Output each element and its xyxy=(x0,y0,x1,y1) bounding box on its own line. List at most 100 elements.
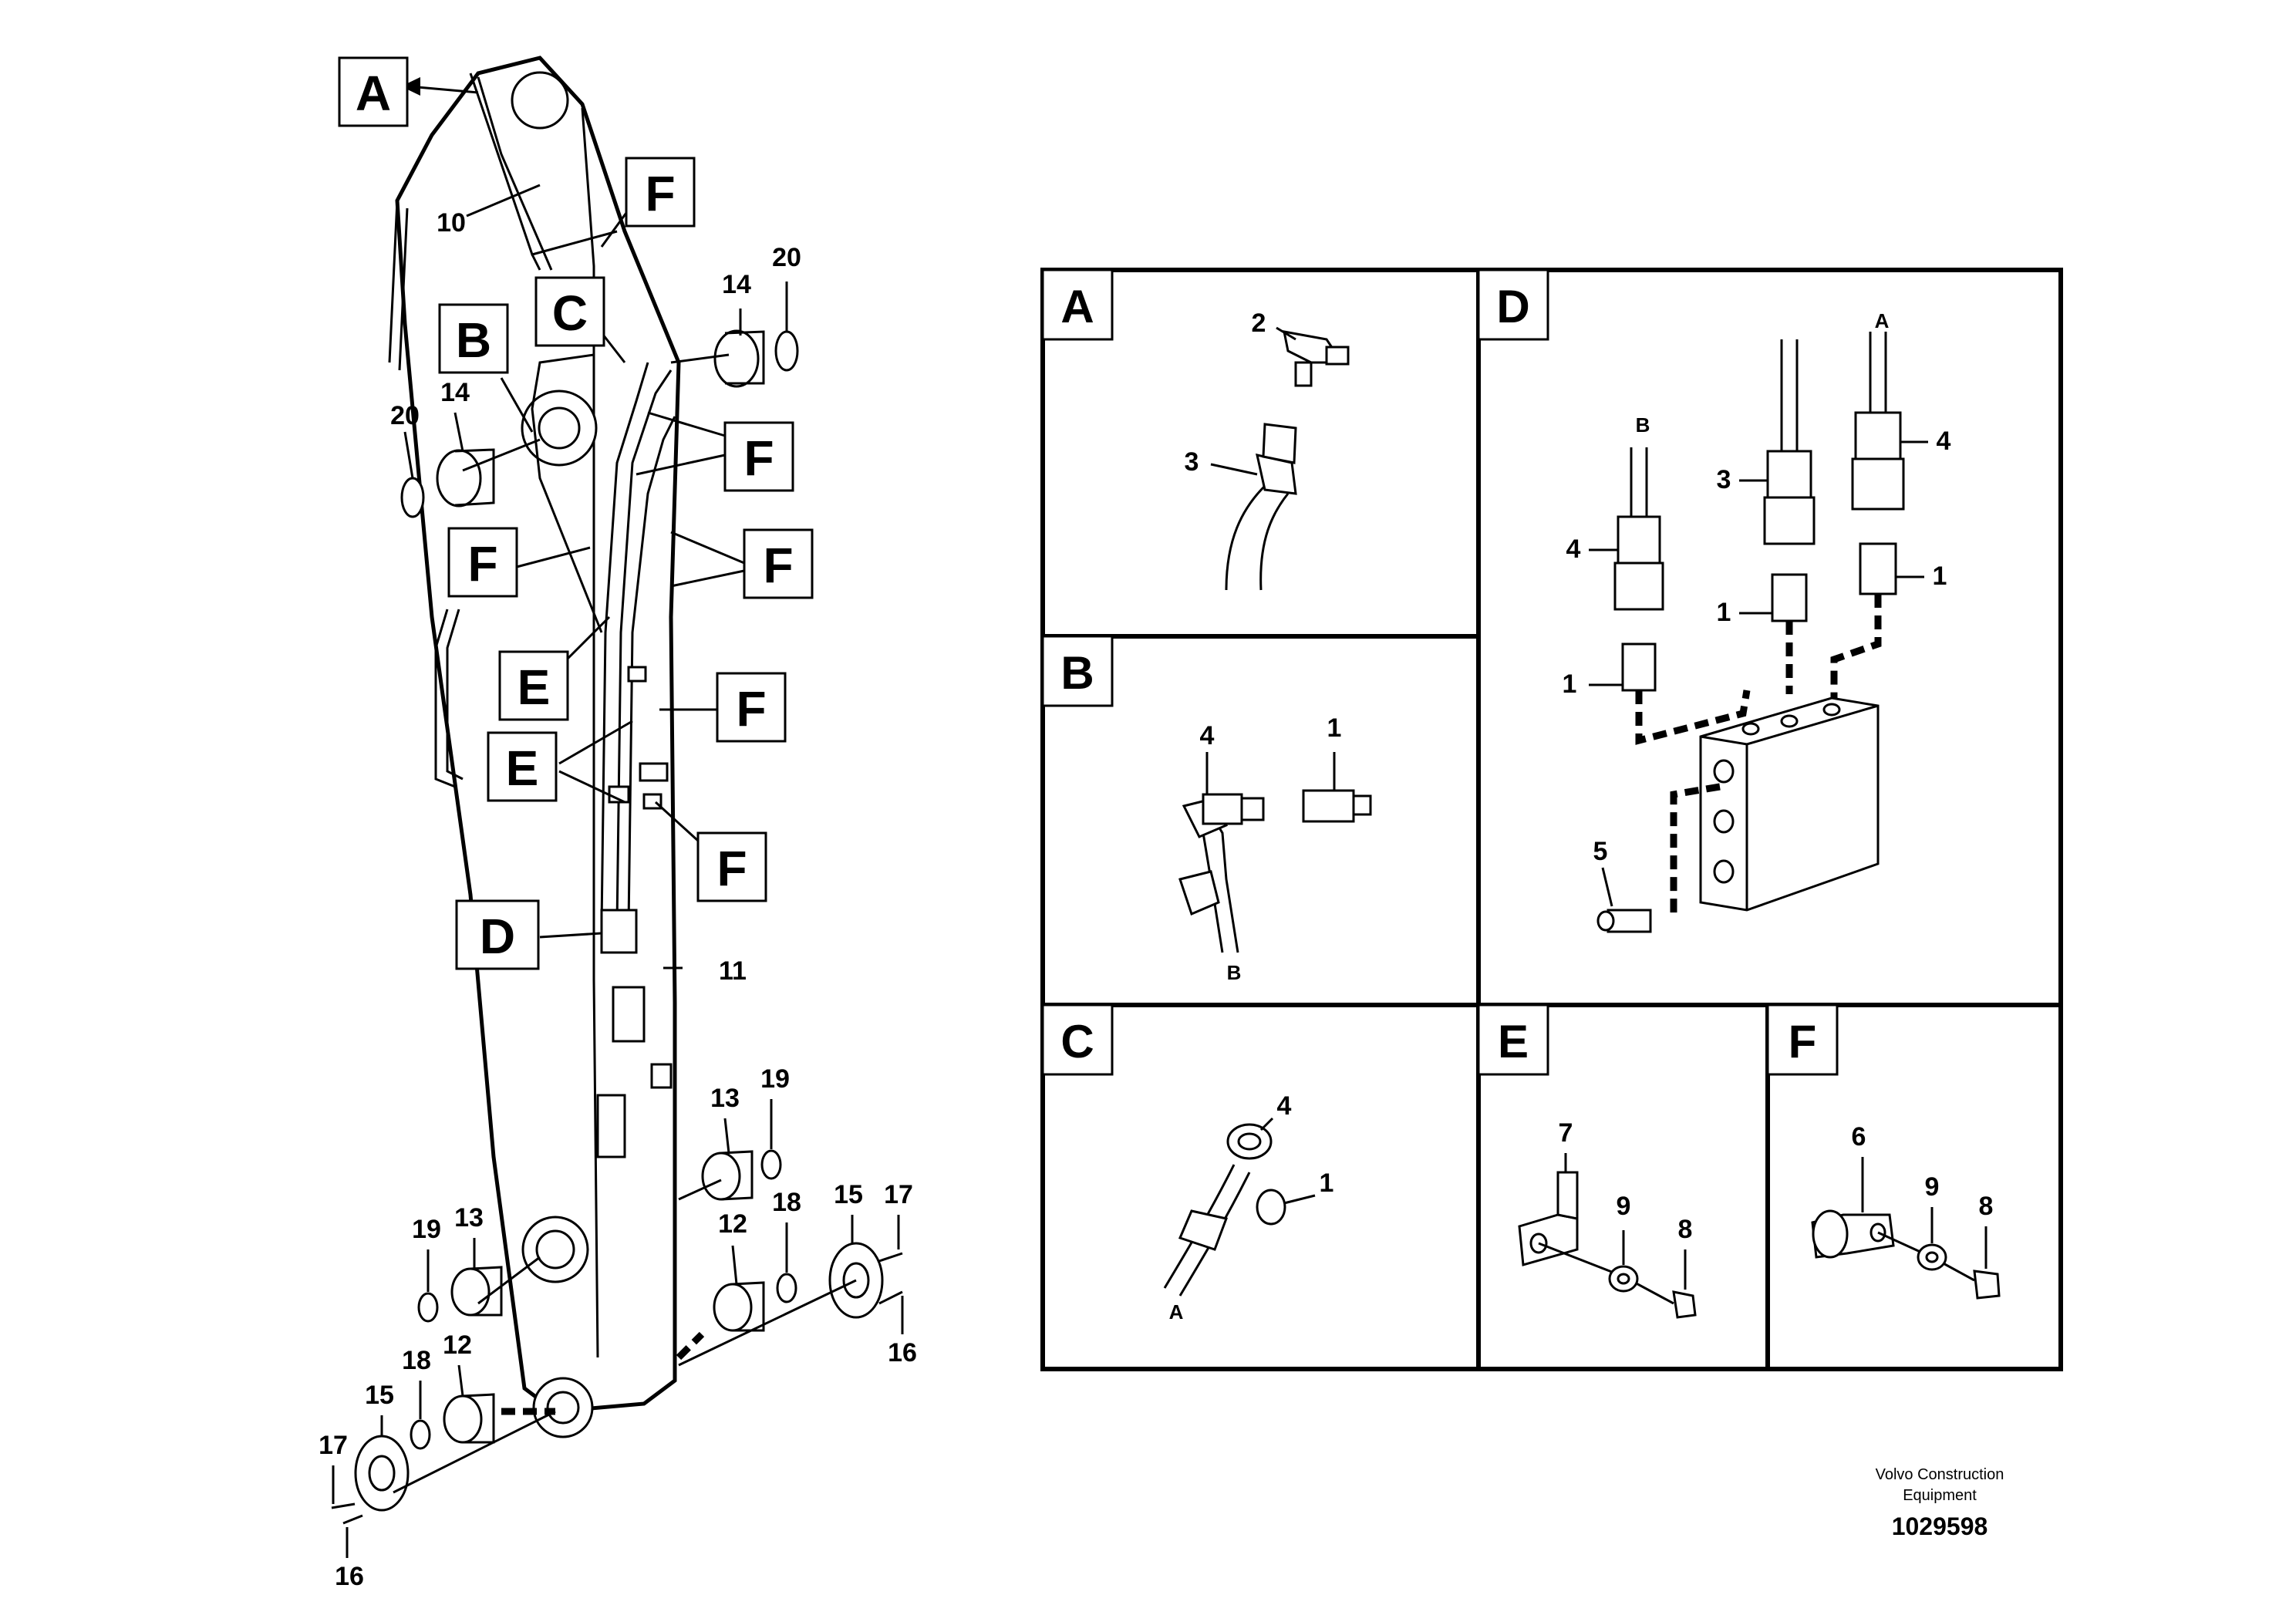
plate-15-left xyxy=(354,1435,410,1512)
part-number-11: 11 xyxy=(719,956,747,986)
panel-c-label: C xyxy=(1060,1016,1094,1067)
leader-e-1 xyxy=(561,615,611,665)
panel-b-label: B xyxy=(1060,647,1094,699)
leader-n12-l xyxy=(457,1364,464,1397)
panel-d-num-1-mid: 1 xyxy=(1717,598,1731,627)
panel-e-num-8: 8 xyxy=(1678,1215,1693,1244)
boom-nose-hole xyxy=(511,71,569,130)
footer-drawing-number: 1029598 xyxy=(1892,1512,1988,1540)
bushing-12-right-body xyxy=(732,1281,765,1332)
part-number-20-right: 20 xyxy=(772,243,801,272)
leader-e-2 xyxy=(558,720,633,804)
bushing-13-left-body xyxy=(470,1266,503,1317)
leader-f-2 xyxy=(636,411,726,476)
panel-d-route-b xyxy=(1635,690,1751,745)
part-number-18-right: 18 xyxy=(772,1188,801,1217)
boom-foot-hole xyxy=(532,1377,594,1438)
panel-e-bracket-hole xyxy=(1529,1233,1548,1254)
footer: Volvo Construction Equipment 1029598 xyxy=(1876,1466,2004,1540)
callout-e-label: E xyxy=(506,740,539,796)
detail-frame xyxy=(1040,268,2063,1371)
leader-n14-l xyxy=(453,412,464,452)
washer-19-left xyxy=(417,1292,439,1323)
panel-b-num-4: 4 xyxy=(1200,721,1215,750)
boom-bracket-1 xyxy=(612,986,646,1043)
panel-f-label: F xyxy=(1789,1016,1817,1067)
panel-f-num-6: 6 xyxy=(1852,1122,1866,1152)
footer-company-line2: Equipment xyxy=(1903,1487,1977,1504)
panel-f-bolt-8 xyxy=(1973,1270,2001,1300)
panel-c-num-1: 1 xyxy=(1320,1168,1334,1198)
callout-box-f-4: F xyxy=(743,528,814,599)
hose-branch xyxy=(531,353,603,633)
panel-b-num-1: 1 xyxy=(1327,713,1342,743)
panel-d-manifold-edges xyxy=(1700,704,1879,910)
panel-d-hose-b xyxy=(1630,447,1648,517)
boom-top-plate xyxy=(469,73,618,271)
part-number-12-left: 12 xyxy=(443,1330,472,1360)
panel-c-num-4: 4 xyxy=(1277,1091,1292,1121)
callout-f-label: F xyxy=(716,841,747,896)
panel-a-hose-right xyxy=(1259,493,1290,591)
panel-d-port-top-2 xyxy=(1780,714,1799,728)
panel-d-port-3 xyxy=(1713,859,1735,884)
part-number-19-left: 19 xyxy=(412,1215,441,1244)
callout-a-label: A xyxy=(356,66,391,121)
pin-axis-lower-right xyxy=(676,1331,705,1361)
leader-b xyxy=(500,377,534,433)
part-number-15-right: 15 xyxy=(834,1180,863,1209)
panel-c-nut-inner xyxy=(1237,1132,1262,1151)
panel-c-hose-label: A xyxy=(1169,1300,1184,1324)
panel-d-hose-a-adapter xyxy=(1859,542,1897,595)
boom-cylinder-hole xyxy=(521,1216,589,1283)
leader-n10 xyxy=(466,184,541,218)
panel-d-hose-mid-ferrule xyxy=(1766,450,1812,499)
boom-part-numbers: 10 11 14 20 14 20 13 19 13 19 12 18 15 1… xyxy=(319,208,917,1591)
panel-a-num-2: 2 xyxy=(1252,309,1266,338)
panel-e-bracket-7-tab xyxy=(1556,1171,1579,1220)
panel-d-manifold xyxy=(1699,696,1880,912)
callout-f-label: F xyxy=(743,430,774,486)
boom-bracket-2 xyxy=(596,1094,626,1158)
panel-d-hose-mid-adapter xyxy=(1771,573,1808,622)
panel-d-hose-mid xyxy=(1780,339,1799,451)
panel-f-clamp-loop xyxy=(1812,1209,1849,1259)
pin-axis-line-upper xyxy=(462,353,730,472)
panel-d: D xyxy=(1477,268,1951,933)
boom-clamp-2 xyxy=(639,762,669,782)
panel-c-ferrule xyxy=(1178,1209,1229,1251)
callout-box-a: A xyxy=(338,56,409,127)
callout-f-label: F xyxy=(467,536,497,592)
callout-box-b: B xyxy=(438,303,509,374)
boom-foot-hole-inner xyxy=(546,1391,580,1425)
callout-box-e-1: E xyxy=(498,650,569,721)
callout-box-d: D xyxy=(455,899,540,970)
panel-e-axis xyxy=(1538,1242,1674,1305)
panel-b: B 4 1 B xyxy=(1041,635,1372,984)
panel-d-port-1 xyxy=(1713,759,1735,784)
panel-a-label: A xyxy=(1060,281,1094,332)
boom-upper-hole xyxy=(521,389,598,467)
panel-a-stem xyxy=(1294,361,1313,387)
callout-b-label: B xyxy=(456,312,491,368)
pin-axis-line-lower xyxy=(393,1279,857,1494)
panel-b-hose-label: B xyxy=(1227,961,1242,984)
part-number-12-right: 12 xyxy=(718,1209,747,1239)
bolt-17-left xyxy=(331,1502,356,1509)
callout-box-f-6: F xyxy=(696,831,767,902)
boom-handle-upper xyxy=(388,200,409,371)
detail-panels: A 2 3 B 4 1 xyxy=(1040,268,2063,1371)
part-number-17-left: 17 xyxy=(319,1431,348,1460)
bushing-14-left xyxy=(436,449,482,508)
boom-handle-lower xyxy=(434,609,464,788)
leader-f-6 xyxy=(654,801,700,842)
footer-company-line1: Volvo Construction xyxy=(1876,1466,2004,1483)
panel-f-clamp-hole xyxy=(1870,1222,1886,1243)
callout-box-f-2: F xyxy=(723,421,794,492)
leader-n20-l xyxy=(403,431,414,479)
panel-d-hose-label-b: B xyxy=(1636,413,1650,437)
part-number-15-left: 15 xyxy=(365,1381,394,1410)
bushing-13-left xyxy=(450,1267,491,1317)
panel-b-nut xyxy=(1202,793,1243,825)
